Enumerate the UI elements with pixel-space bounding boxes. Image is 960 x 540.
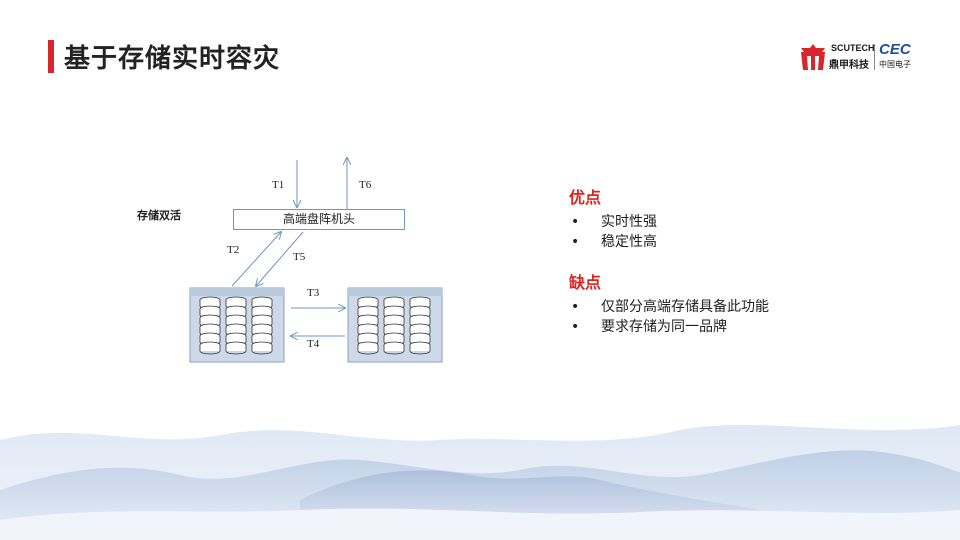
list-item: •仅部分高端存储具备此功能: [571, 299, 769, 315]
logo-divider: [874, 44, 875, 70]
label-t4: T4: [307, 338, 320, 350]
cons-title: 缺点: [569, 273, 602, 292]
label-t3: T3: [307, 287, 320, 299]
arrow-t5: [256, 231, 304, 286]
list-item: •实时性强: [571, 214, 657, 230]
partner-name-en: CEC: [879, 41, 911, 58]
page-title: 基于存储实时容灾: [64, 44, 281, 74]
cons-section: 缺点 •仅部分高端存储具备此功能 •要求存储为同一品牌: [569, 269, 769, 337]
pros-title: 优点: [569, 188, 602, 207]
scutech-logo-icon: [801, 44, 825, 70]
label-t5: T5: [293, 251, 306, 263]
label-t1: T1: [272, 179, 284, 191]
pros-section: 优点 •实时性强 •稳定性高: [569, 184, 657, 252]
title-accent-bar: [48, 40, 54, 73]
mountain-background: [0, 425, 960, 540]
list-item: •稳定性高: [571, 234, 657, 250]
active-active-label: 存储双活: [137, 209, 181, 222]
brand-name-cn: 鼎甲科技: [829, 60, 869, 71]
partner-name-cn: 中国电子: [879, 60, 911, 69]
company-logo: SCUTECH 鼎甲科技 CEC 中国电子: [796, 40, 926, 76]
label-t6: T6: [359, 179, 372, 191]
list-item: •要求存储为同一品牌: [571, 319, 727, 335]
array-controller-box: 高端盘阵机头: [233, 209, 405, 230]
label-t2: T2: [227, 244, 239, 256]
storage-array-primary: [190, 288, 284, 362]
arrow-t2: [231, 232, 281, 287]
brand-name-en: SCUTECH: [831, 43, 875, 53]
storage-array-secondary: [348, 288, 442, 362]
